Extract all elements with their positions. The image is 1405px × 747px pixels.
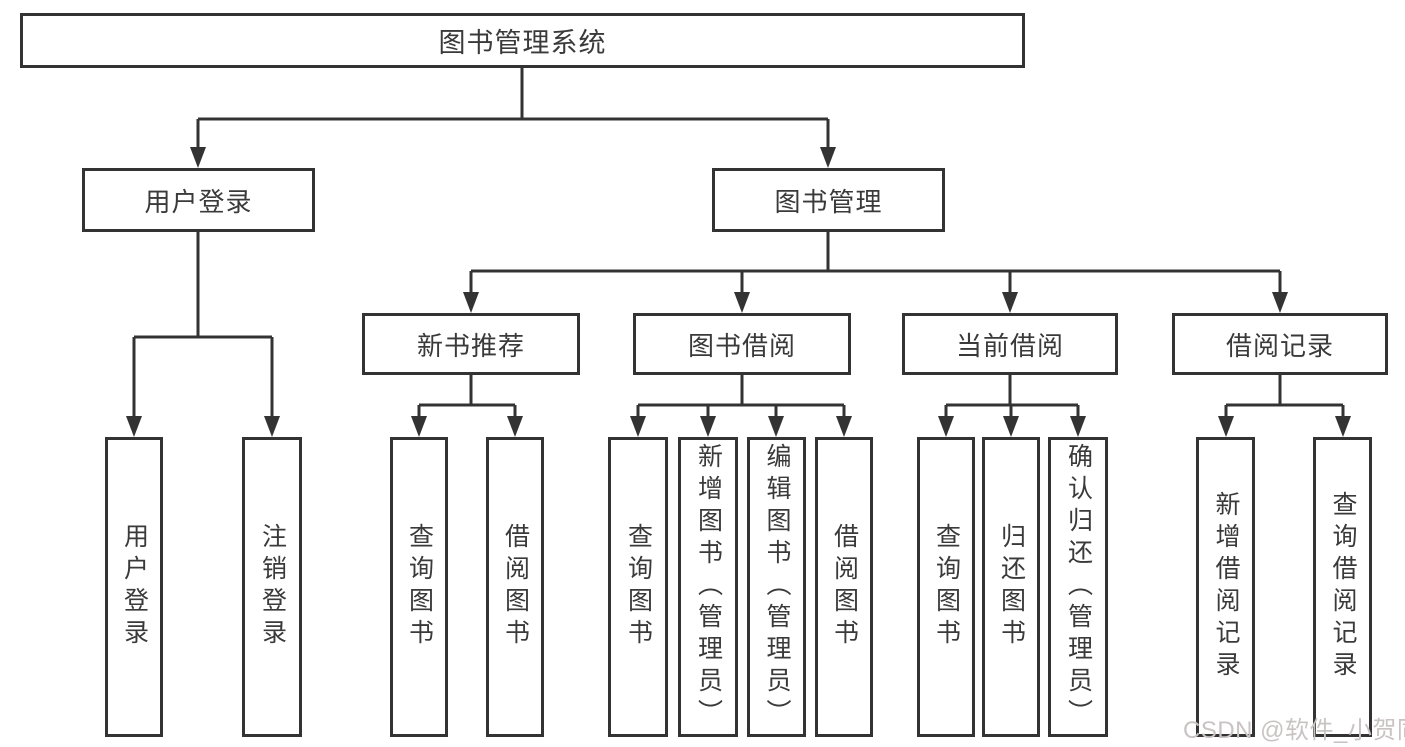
node-label: 查询图书 [932, 523, 961, 651]
leaf-query-borrow-record: 查询借阅记录 [1313, 437, 1372, 737]
arrowhead [938, 416, 954, 437]
node-label: 新增图书（管理员） [694, 443, 723, 731]
leaf-query-books-recommend: 查询图书 [390, 437, 448, 737]
arrowhead [1272, 292, 1288, 313]
node-label: 用户登录 [120, 523, 149, 651]
node-borrow-records: 借阅记录 [1172, 313, 1388, 375]
node-book-management: 图书管理 [712, 168, 945, 232]
leaf-edit-books-admin: 编辑图书（管理员） [747, 437, 806, 737]
arrowhead [1002, 292, 1018, 313]
csdn-watermark: CSDN @软件_小贺同学 [1183, 717, 1405, 744]
node-label: 借阅记录 [1225, 330, 1334, 361]
arrowhead [1003, 416, 1019, 437]
arrowhead [1335, 416, 1351, 437]
arrowhead [768, 416, 784, 437]
node-label: 编辑图书（管理员） [763, 443, 791, 731]
arrowhead [836, 416, 852, 437]
node-label: 查询图书 [405, 523, 434, 651]
node-label: 借阅图书 [830, 523, 859, 651]
node-label: 当前借阅 [955, 330, 1064, 361]
leaf-return-books: 归还图书 [982, 437, 1040, 737]
leaf-borrow-books: 借阅图书 [815, 437, 873, 737]
arrowhead [190, 147, 206, 168]
leaf-borrow-books-recommend: 借阅图书 [486, 437, 544, 737]
arrowhead [264, 416, 280, 437]
node-label: 新增借阅记录 [1212, 491, 1240, 683]
node-label: 图书管理 [774, 186, 883, 217]
arrowhead [463, 292, 479, 313]
node-label: 注销登录 [258, 523, 287, 651]
arrowhead [700, 416, 716, 437]
arrowhead [126, 416, 142, 437]
arrowhead [734, 292, 750, 313]
node-label: 借阅图书 [501, 523, 530, 651]
node-label: 归还图书 [997, 523, 1026, 651]
leaf-query-books-borrowing: 查询图书 [608, 437, 668, 737]
arrowhead [820, 147, 836, 168]
node-label: 用户登录 [144, 186, 253, 217]
node-current-borrowing: 当前借阅 [902, 313, 1118, 375]
node-label: 查询借阅记录 [1329, 491, 1357, 683]
arrowhead [1218, 416, 1234, 437]
arrowhead [411, 416, 427, 437]
leaf-logout: 注销登录 [242, 437, 302, 737]
leaf-user-login: 用户登录 [105, 437, 163, 737]
leaf-add-borrow-record: 新增借阅记录 [1196, 437, 1255, 737]
node-label: 确认归还（管理员） [1064, 443, 1093, 731]
arrowhead [507, 416, 523, 437]
arrowhead [630, 416, 646, 437]
node-new-book-recommend: 新书推荐 [362, 313, 580, 375]
leaf-add-books-admin: 新增图书（管理员） [678, 437, 738, 737]
arrowhead [1070, 416, 1086, 437]
node-user-login: 用户登录 [82, 168, 315, 232]
node-label: 新书推荐 [416, 330, 525, 361]
node-label: 图书管理系统 [438, 28, 607, 58]
node-label: 查询图书 [624, 523, 653, 651]
leaf-query-books-current: 查询图书 [917, 437, 975, 737]
node-library-management-system: 图书管理系统 [20, 13, 1025, 68]
leaf-confirm-return-admin: 确认归还（管理员） [1048, 437, 1108, 737]
node-book-borrowing: 图书借阅 [633, 313, 851, 375]
node-label: 图书借阅 [687, 330, 796, 361]
